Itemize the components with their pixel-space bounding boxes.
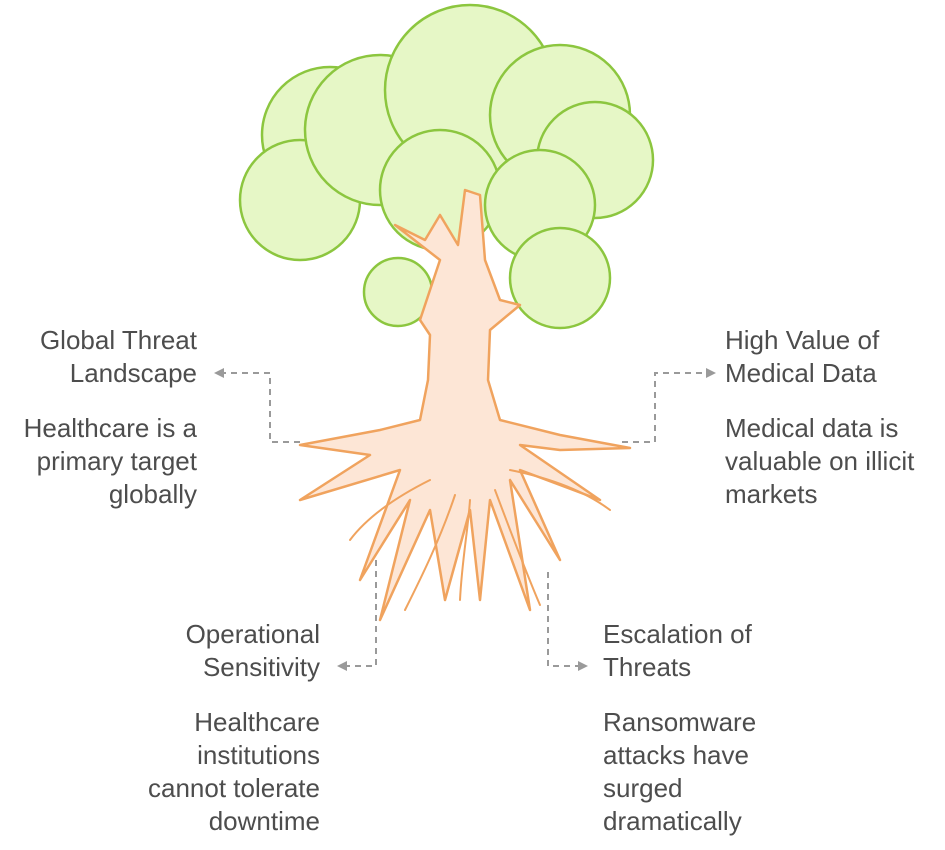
desc-line: markets [725, 479, 818, 509]
tree-canopy [238, 3, 655, 330]
root [349, 479, 431, 541]
desc-line: Healthcare is a [23, 413, 197, 443]
desc-line: attacks have [603, 740, 749, 770]
connector-escalation [547, 572, 585, 667]
arrow-global-threat [214, 368, 224, 378]
title-line: Threats [603, 652, 692, 682]
title-line: Sensitivity [202, 652, 320, 682]
node-escalation-title: Escalation of Threats [603, 618, 752, 684]
desc-line: surged [603, 773, 683, 803]
arrow-operational [337, 661, 347, 671]
desc-line: primary target [36, 446, 197, 476]
node-operational-title: Operational Sensitivity [186, 618, 320, 684]
root [404, 494, 456, 611]
node-high-value-title: High Value of Medical Data [725, 324, 879, 390]
arrow-escalation [578, 661, 588, 671]
desc-line: Healthcare [194, 707, 320, 737]
title-line: Medical Data [725, 358, 877, 388]
desc-line: Ransomware [603, 707, 757, 737]
desc-line: cannot tolerate [147, 773, 320, 803]
desc-line: dramatically [603, 806, 742, 836]
tree-trunk [298, 188, 632, 622]
node-operational-desc: Healthcare institutions cannot tolerate … [148, 706, 320, 838]
root [459, 499, 471, 601]
title-line: High Value of [725, 325, 880, 355]
tree-trunk-roots [298, 188, 632, 622]
root [509, 469, 611, 511]
node-global-threat-title: Global Threat Landscape [40, 324, 197, 390]
title-line: Operational [185, 619, 320, 649]
connector-global-threat [217, 372, 300, 443]
desc-line: institutions [197, 740, 320, 770]
node-escalation-desc: Ransomware attacks have surged dramatica… [603, 706, 756, 838]
title-line: Escalation of [603, 619, 752, 649]
title-line: Landscape [69, 358, 197, 388]
node-global-threat-desc: Healthcare is a primary target globally [24, 412, 197, 511]
desc-line: Medical data is [725, 413, 899, 443]
title-line: Global Threat [39, 325, 197, 355]
desc-line: valuable on illicit [725, 446, 915, 476]
root [494, 489, 541, 606]
arrow-high-value [706, 368, 716, 378]
connector-operational [340, 560, 377, 667]
canopy-blob [508, 226, 612, 330]
connectors [214, 368, 716, 671]
desc-line: downtime [208, 806, 320, 836]
node-high-value-desc: Medical data is valuable on illicit mark… [725, 412, 914, 511]
desc-line: globally [108, 479, 197, 509]
connector-high-value [622, 372, 713, 443]
